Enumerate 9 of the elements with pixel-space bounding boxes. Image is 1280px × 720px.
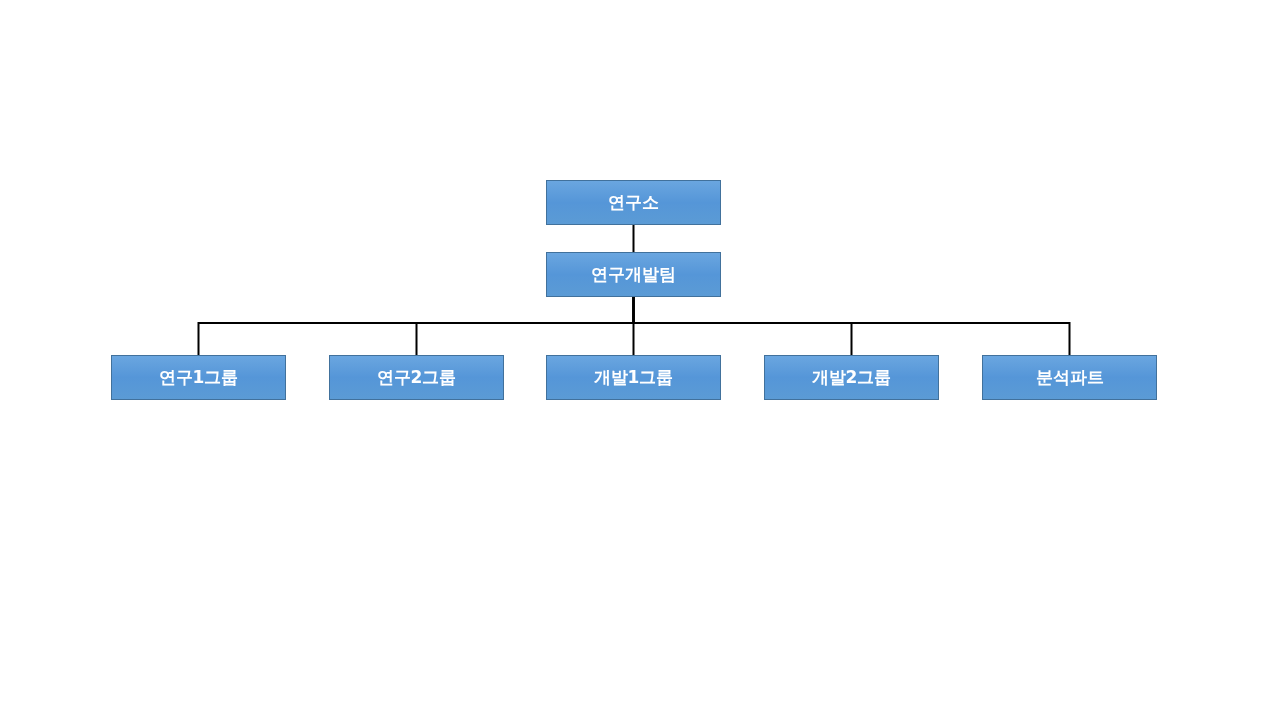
org-box: 개발1그룹 — [546, 355, 721, 400]
connector-line — [632, 224, 635, 253]
org-box: 개발2그룹 — [764, 355, 939, 400]
org-box: 연구2그룹 — [329, 355, 504, 400]
org-box: 연구1그룹 — [111, 355, 286, 400]
org-box: 연구소 — [546, 180, 721, 225]
org-box: 연구개발팀 — [546, 252, 721, 297]
org-box: 분석파트 — [982, 355, 1157, 400]
connector-line — [632, 296, 1071, 356]
